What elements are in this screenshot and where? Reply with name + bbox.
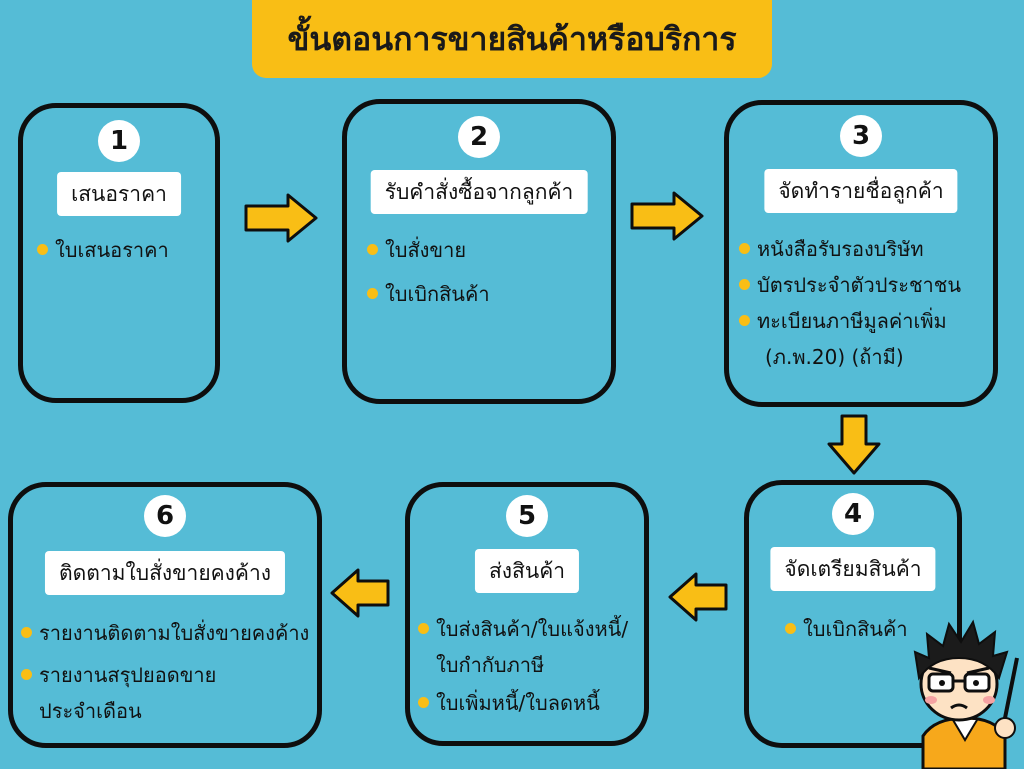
list-item: ทะเบียนภาษีมูลค่าเพิ่ม — [739, 307, 961, 335]
list-item: หนังสือรับรองบริษัท — [739, 235, 961, 263]
arrow-icon — [630, 191, 704, 241]
arrow-icon — [668, 572, 728, 622]
list-item: บัตรประจำตัวประชาชน — [739, 271, 961, 299]
step-4-number: 4 — [832, 493, 874, 535]
step-1-number: 1 — [98, 120, 140, 162]
step-4-box: 4 จัดเตรียมสินค้า ใบเบิกสินค้า — [744, 480, 962, 748]
list-item: ใบเพิ่มหนี้/ใบลดหนี้ — [418, 689, 628, 717]
step-6-box: 6 ติดตามใบสั่งขายคงค้าง รายงานติดตามใบสั… — [8, 482, 322, 748]
list-item: ใบส่งสินค้า/ใบแจ้งหนี้/ — [418, 615, 628, 643]
list-item: ใบเสนอราคา — [37, 236, 169, 264]
step-1-items: ใบเสนอราคา — [37, 236, 169, 280]
page-title: ขั้นตอนการขายสินค้าหรือบริการ — [252, 0, 772, 78]
list-item: ใบสั่งขาย — [367, 236, 490, 264]
mascot-icon — [913, 619, 1019, 769]
list-item: รายงานสรุปยอดขาย — [21, 661, 309, 689]
arrow-icon — [330, 568, 390, 618]
step-2-box: 2 รับคำสั่งซื้อจากลูกค้า ใบสั่งขาย ใบเบิ… — [342, 99, 616, 404]
list-item: ใบเบิกสินค้า — [785, 615, 908, 643]
step-5-box: 5 ส่งสินค้า ใบส่งสินค้า/ใบแจ้งหนี้/ ใบกำ… — [405, 482, 649, 746]
list-item: รายงานติดตามใบสั่งขายคงค้าง — [21, 619, 309, 647]
arrow-icon — [244, 193, 318, 243]
step-6-items: รายงานติดตามใบสั่งขายคงค้าง รายงานสรุปยอ… — [21, 619, 309, 741]
step-2-label: รับคำสั่งซื้อจากลูกค้า — [370, 170, 588, 214]
arrow-icon — [827, 414, 881, 475]
step-3-number: 3 — [840, 115, 882, 157]
list-item: ประจำเดือน — [39, 699, 142, 723]
step-3-box: 3 จัดทำรายชื่อลูกค้า หนังสือรับรองบริษัท… — [724, 100, 998, 407]
list-item: ใบกำกับภาษี — [436, 653, 545, 677]
step-3-label: จัดทำรายชื่อลูกค้า — [764, 169, 958, 213]
step-1-box: 1 เสนอราคา ใบเสนอราคา — [18, 103, 220, 403]
step-2-number: 2 — [458, 116, 500, 158]
step-4-items: ใบเบิกสินค้า — [785, 615, 908, 659]
step-6-number: 6 — [144, 495, 186, 537]
step-5-number: 5 — [506, 495, 548, 537]
step-5-label: ส่งสินค้า — [474, 549, 580, 593]
list-item: ใบเบิกสินค้า — [367, 280, 490, 308]
step-1-label: เสนอราคา — [57, 172, 181, 216]
step-2-items: ใบสั่งขาย ใบเบิกสินค้า — [367, 236, 490, 324]
list-item: (ภ.พ.20) (ถ้ามี) — [765, 345, 904, 369]
step-4-label: จัดเตรียมสินค้า — [770, 547, 936, 591]
step-6-label: ติดตามใบสั่งขายคงค้าง — [44, 551, 286, 595]
step-5-items: ใบส่งสินค้า/ใบแจ้งหนี้/ ใบกำกับภาษี ใบเพ… — [418, 615, 628, 733]
step-3-items: หนังสือรับรองบริษัท บัตรประจำตัวประชาชน … — [739, 235, 961, 387]
